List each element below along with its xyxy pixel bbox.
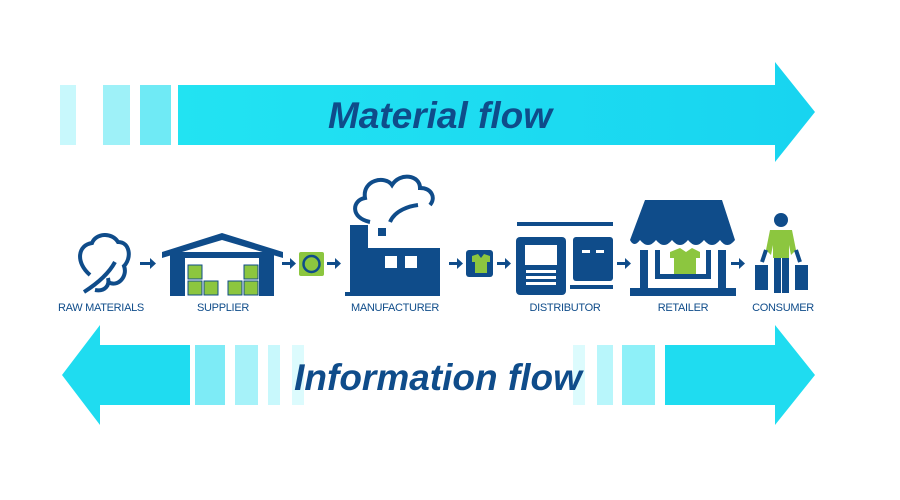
material-flow-arrow: Material flow: [60, 62, 815, 162]
truck-icon: [516, 222, 613, 295]
right-arrow-head: [665, 325, 815, 425]
arrow-stripe: [60, 85, 76, 145]
store-icon: [630, 200, 736, 296]
information-flow-label: Information flow: [294, 357, 584, 398]
arrow-right-icon: [327, 258, 341, 269]
arrow-stripe: [573, 345, 585, 405]
cotton-icon: [78, 233, 131, 294]
stage-label-distributor: DISTRIBUTOR: [529, 302, 600, 314]
arrow-right-icon: [282, 258, 296, 269]
arrow-stripe: [622, 345, 655, 405]
warehouse-icon: [162, 233, 283, 296]
garment-box-icon: [466, 250, 493, 277]
arrow-right-icon: [731, 258, 745, 269]
arrow-right-icon: [617, 258, 631, 269]
arrow-stripe: [292, 345, 304, 405]
stage-arrows: [140, 258, 745, 269]
left-arrow-head: [62, 325, 190, 425]
arrow-stripe: [235, 345, 258, 405]
material-flow-label: Material flow: [328, 95, 554, 136]
arrow-body: [178, 62, 815, 162]
arrow-right-icon: [449, 258, 463, 269]
information-flow-arrow: Information flow: [62, 325, 815, 425]
arrow-stripe: [597, 345, 613, 405]
arrow-right-icon: [140, 258, 156, 269]
stage-label-raw-materials: RAW MATERIALS: [58, 302, 144, 314]
arrow-stripe: [195, 345, 225, 405]
stage-label-consumer: CONSUMER: [752, 302, 814, 314]
consumer-icon: [755, 213, 808, 293]
arrow-stripe: [103, 85, 130, 145]
stage-label-manufacturer: MANUFACTURER: [351, 302, 439, 314]
factory-icon: [345, 174, 440, 296]
arrow-stripe: [140, 85, 171, 145]
arrow-stripe: [268, 345, 280, 405]
cotton-bale-icon: [299, 252, 324, 276]
stage-label-retailer: RETAILER: [658, 302, 709, 314]
stage-label-supplier: SUPPLIER: [197, 302, 249, 314]
arrow-right-icon: [497, 258, 511, 269]
